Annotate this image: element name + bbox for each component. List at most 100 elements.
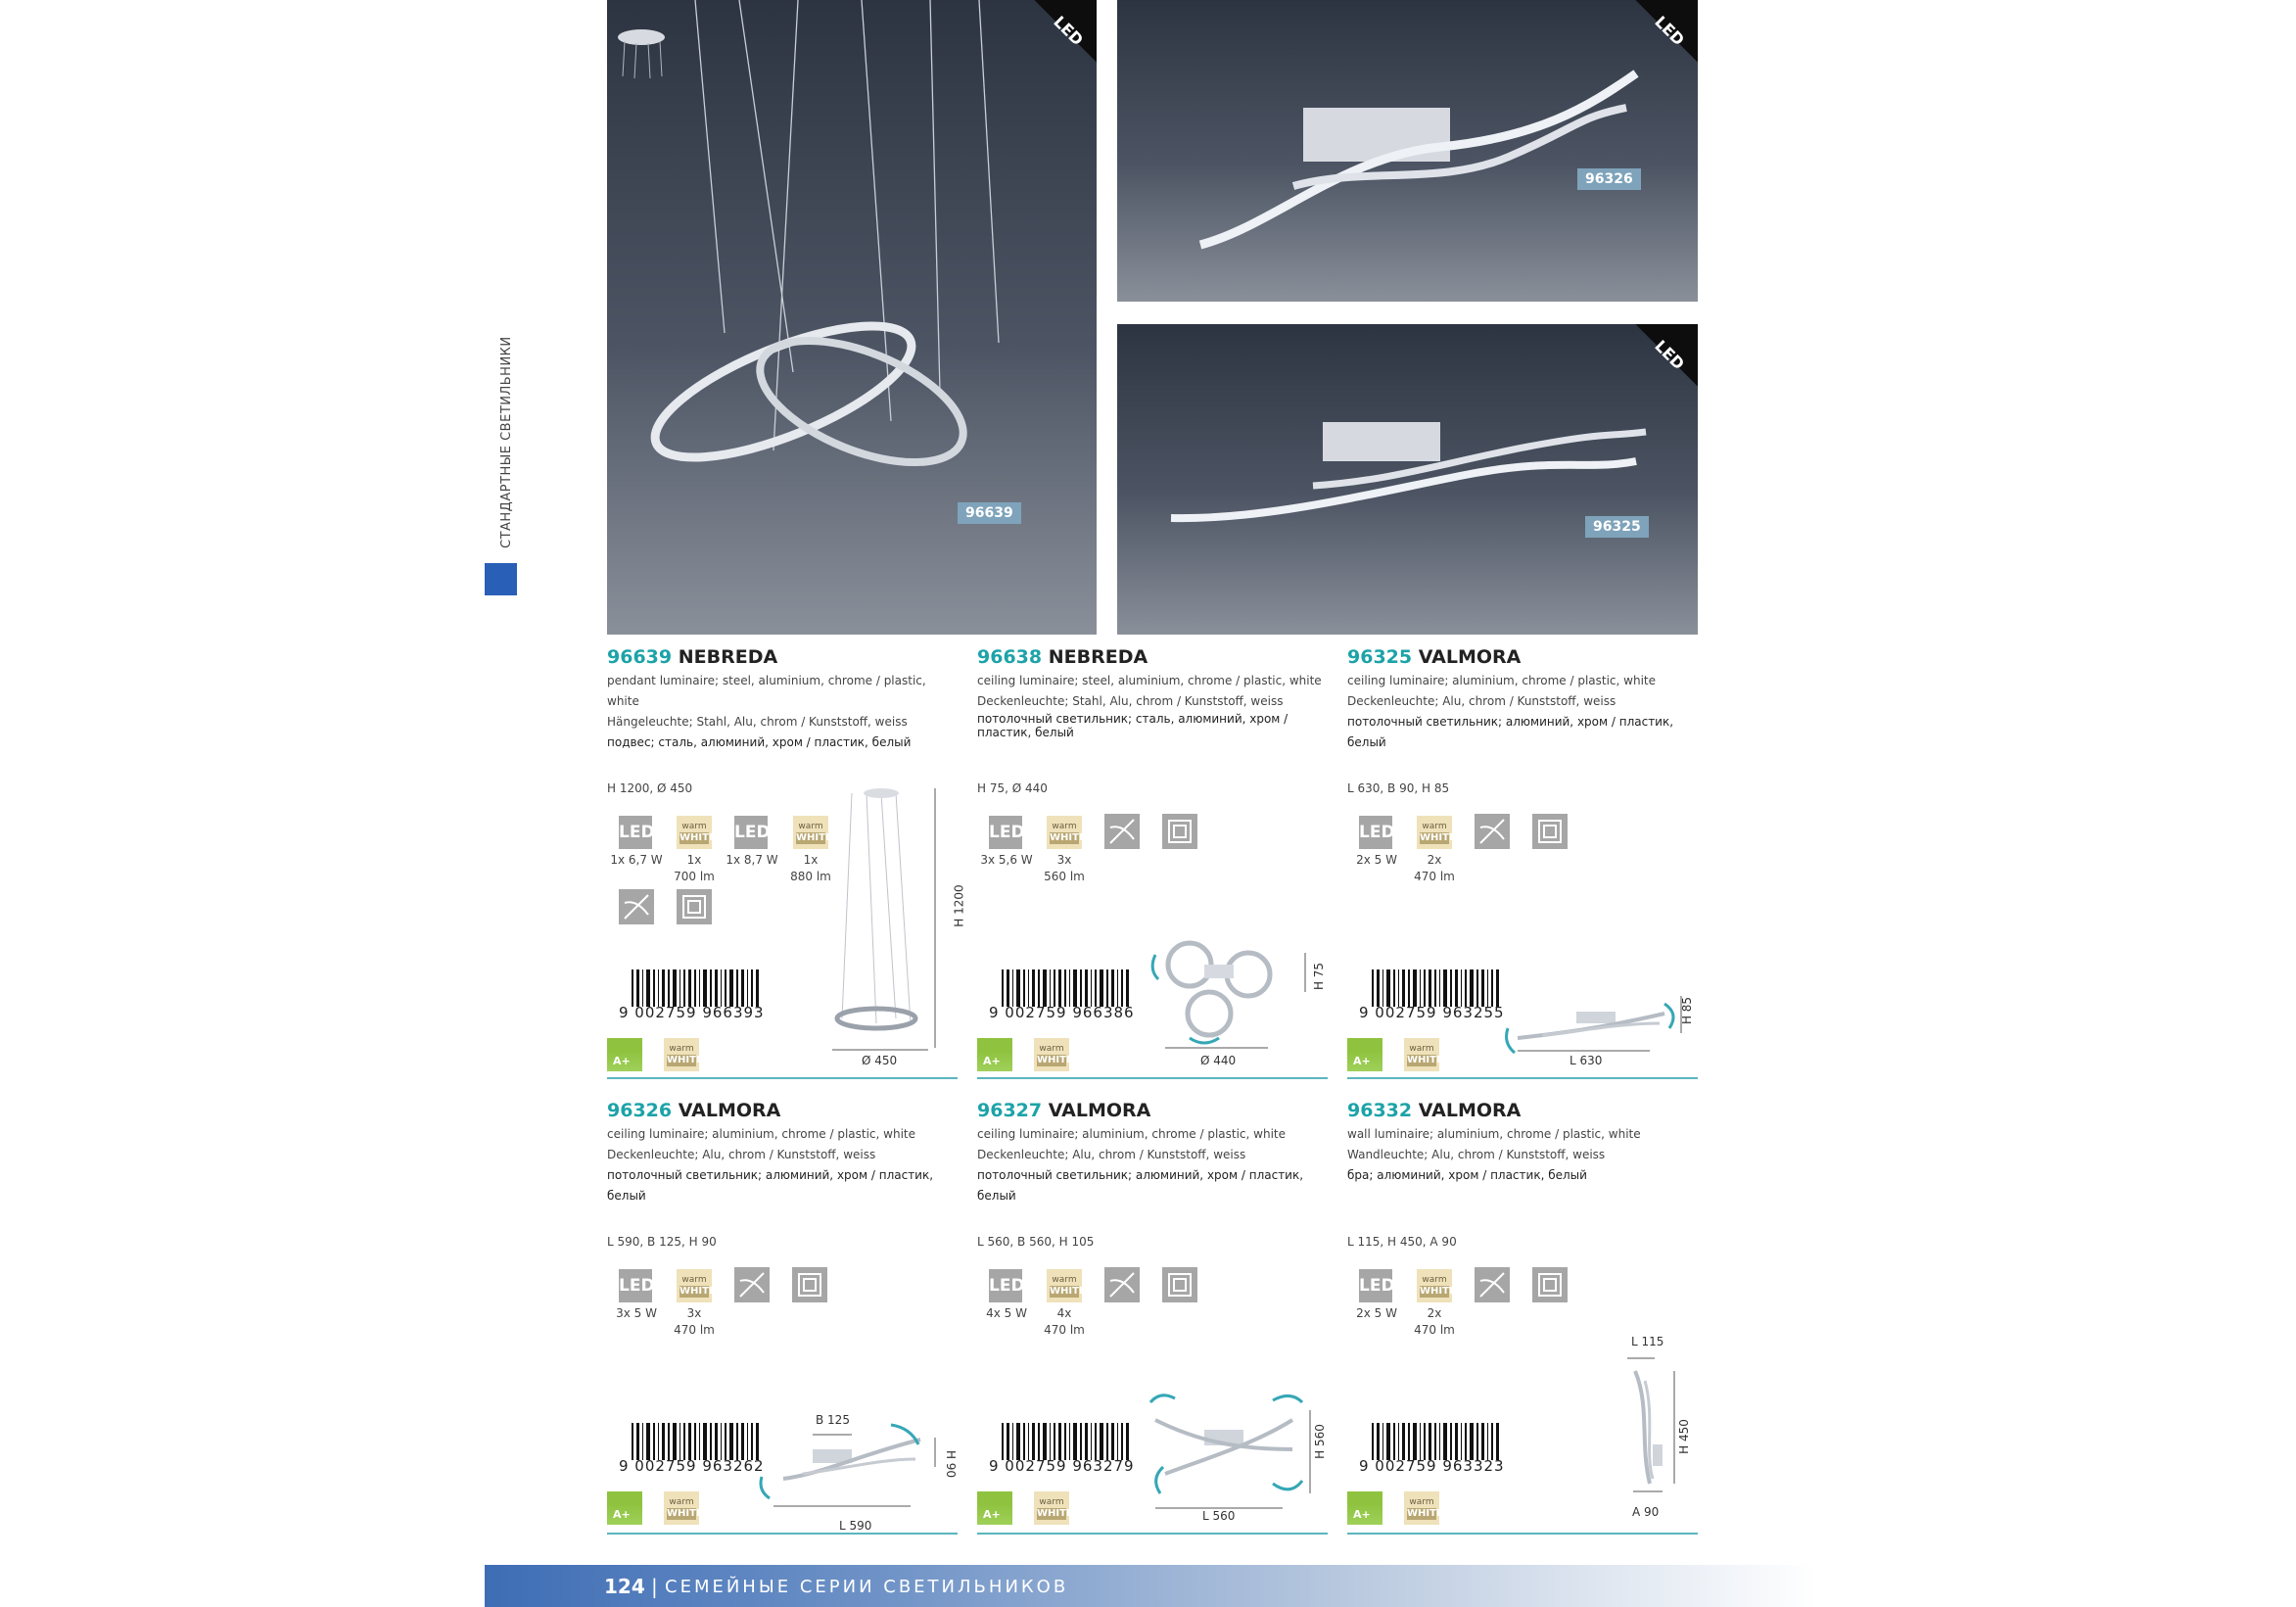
- product-dimensions: L 590, B 125, H 90: [607, 1235, 717, 1249]
- photo-96325: LED 96325: [1117, 324, 1698, 635]
- product-title: 96327 VALMORA: [977, 1100, 1151, 1121]
- barcode-number: 9 002759 963262: [619, 1457, 765, 1475]
- not-dimmable-icon: [1104, 1267, 1140, 1302]
- led-icon: LED: [1359, 816, 1395, 849]
- not-dimmable-icon: [1475, 1267, 1510, 1302]
- not-dimmable-icon: [1104, 814, 1140, 849]
- photo-96326: LED 96326: [1117, 0, 1698, 302]
- led-power: 2x 5 W: [1356, 853, 1397, 867]
- led-icon: LED: [734, 816, 771, 849]
- barcode-number: 9 002759 966386: [989, 1004, 1135, 1021]
- led-power: 1x 8,7 W: [726, 853, 778, 867]
- product-description: ceiling luminaire; steel, aluminium, chr…: [977, 674, 1322, 739]
- energy-class-badge: A+: [977, 1038, 1012, 1071]
- led-power: 3x 5 W: [616, 1306, 657, 1320]
- barcode-number: 9 002759 966393: [619, 1004, 765, 1021]
- photo-tag: 96639: [958, 502, 1021, 524]
- energy-class-badge: A+: [1347, 1491, 1382, 1525]
- dimension-drawing: [1150, 940, 1306, 1049]
- led-power: 3x 5,6 W: [980, 853, 1033, 867]
- led-icon: LED: [1359, 1269, 1395, 1302]
- barcode: [1372, 969, 1499, 1007]
- product-96326: 96326 VALMORA ceiling luminaire; alumini…: [607, 1100, 958, 1206]
- product-96327: 96327 VALMORA ceiling luminaire; alumini…: [977, 1100, 1328, 1206]
- barcode-number: 9 002759 963255: [1359, 1004, 1505, 1021]
- page-number: 124: [604, 1575, 645, 1598]
- ceiling-lamp-illustration: [1170, 422, 1647, 523]
- not-dimmable-icon: [619, 889, 654, 924]
- footer-separator: |: [651, 1575, 658, 1598]
- dimension-drawing: [759, 1423, 936, 1507]
- protection-class-icon: [677, 889, 712, 924]
- product-description: ceiling luminaire; aluminium, chrome / p…: [1347, 674, 1674, 749]
- pendant-illustration: [618, 0, 1000, 467]
- side-tab-label: СТАНДАРТНЫЕ СВЕТИЛЬНИКИ: [499, 336, 514, 548]
- product-dimensions: H 1200, Ø 450: [607, 781, 693, 795]
- section-divider: [1347, 1533, 1698, 1535]
- product-dimensions: H 75, Ø 440: [977, 781, 1048, 795]
- energy-class-badge: A+: [1347, 1038, 1382, 1071]
- led-power: 2x 5 W: [1356, 1306, 1397, 1320]
- dimension-label: L 115: [1631, 1335, 1664, 1348]
- energy-class-badge: A+: [607, 1491, 642, 1525]
- product-description: pendant luminaire; steel, aluminium, chr…: [607, 674, 926, 749]
- product-96638: 96638 NEBREDA ceiling luminaire; steel, …: [977, 646, 1328, 739]
- led-icon: LED: [989, 816, 1025, 849]
- product-96332: 96332 VALMORA wall luminaire; aluminium,…: [1347, 1100, 1698, 1186]
- protection-class-icon: [1532, 1267, 1568, 1302]
- led-corner-badge: LED: [1008, 0, 1097, 88]
- product-description: ceiling luminaire; aluminium, chrome / p…: [977, 1127, 1304, 1203]
- page-footer: 124 | СЕМЕЙНЫЕ СЕРИИ СВЕТИЛЬНИКОВ: [485, 1565, 1816, 1607]
- section-divider: [977, 1077, 1328, 1079]
- dimension-drawing: [832, 788, 936, 1051]
- barcode: [632, 1423, 759, 1460]
- dimension-label: L 560: [1202, 1509, 1236, 1523]
- not-dimmable-icon: [1475, 814, 1510, 849]
- dimension-label: Ø 440: [1200, 1054, 1237, 1067]
- ceiling-lamp-illustration: [1198, 70, 1639, 250]
- product-description: ceiling luminaire; aluminium, chrome / p…: [607, 1127, 934, 1203]
- dimension-label: L 630: [1570, 1054, 1603, 1067]
- barcode-number: 9 002759 963279: [989, 1457, 1135, 1475]
- dimension-drawing: [1148, 1394, 1311, 1509]
- dimension-label: H 450: [1676, 1419, 1691, 1454]
- section-divider: [1347, 1077, 1698, 1079]
- product-dimensions: L 115, H 450, A 90: [1347, 1235, 1457, 1249]
- product-96325: 96325 VALMORA ceiling luminaire; alumini…: [1347, 646, 1698, 753]
- led-corner-badge: LED: [1610, 0, 1698, 88]
- dimension-label: H 1200: [952, 884, 966, 927]
- product-description: wall luminaire; aluminium, chrome / plas…: [1347, 1127, 1641, 1182]
- barcode-number: 9 002759 963323: [1359, 1457, 1505, 1475]
- photo-96639: LED 96639: [607, 0, 1097, 635]
- protection-class-icon: [1532, 814, 1568, 849]
- product-96639: 96639 NEBREDA pendant luminaire; steel, …: [607, 646, 958, 753]
- product-title: 96332 VALMORA: [1347, 1100, 1522, 1121]
- dimension-label: Ø 450: [862, 1054, 898, 1067]
- product-title: 96638 NEBREDA: [977, 646, 1148, 668]
- led-icon: LED: [619, 816, 655, 849]
- dimension-label: H 90: [944, 1449, 959, 1479]
- dimension-label: H 85: [1680, 996, 1695, 1025]
- section-divider: [607, 1077, 958, 1079]
- dimension-label: H 560: [1312, 1424, 1327, 1459]
- protection-class-icon: [792, 1267, 827, 1302]
- led-icon: LED: [619, 1269, 655, 1302]
